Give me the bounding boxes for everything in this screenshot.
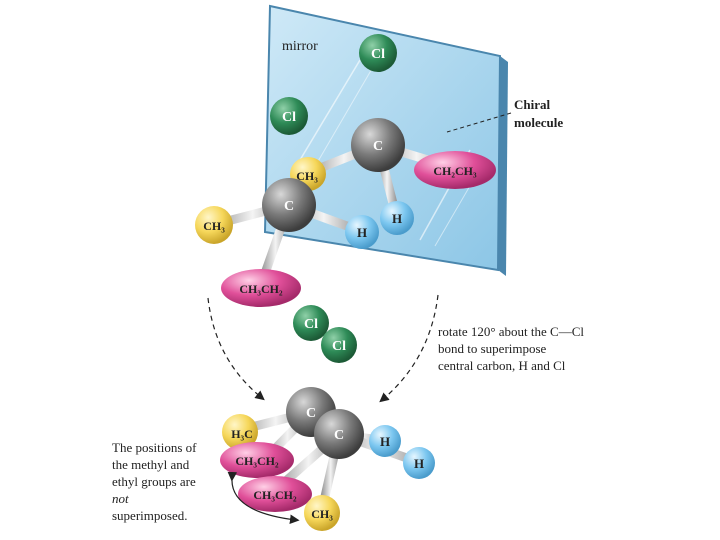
ethyl-label: CH₂CH₃: [433, 164, 477, 178]
carbon-label: C: [284, 199, 294, 214]
hydrogen-label: H: [392, 211, 402, 226]
hydrogen-atom: [369, 425, 401, 457]
ethyl-group: [221, 269, 301, 307]
note-line3: ethyl groups are: [112, 474, 196, 489]
hydrogen-atom: [345, 215, 379, 249]
carbon-label: C: [373, 139, 383, 154]
ethyl-group: [414, 151, 496, 189]
hydrogen-label: H: [414, 456, 424, 471]
hydrogen-label: H: [380, 434, 390, 449]
hydrogen-label: H: [357, 225, 367, 240]
note-line5: superimposed.: [112, 508, 187, 523]
original-molecule: Cl C CH₃ H CH₃CH₂: [195, 97, 379, 307]
methyl-group: [195, 206, 233, 244]
left-curved-arrow: [207, 297, 265, 401]
right-curved-arrow: [379, 294, 439, 403]
ethyl-group: [220, 442, 294, 478]
carbon-atom: [351, 118, 405, 172]
carbon-atom: [314, 409, 364, 459]
note-line2: the methyl and: [112, 457, 190, 472]
note-line1: The positions of: [112, 440, 197, 455]
chiral-label-line2: molecule: [514, 115, 563, 130]
chlorine-label: Cl: [282, 110, 296, 125]
methyl-label: CH₃: [203, 219, 225, 233]
reflected-molecule: Cl CH₃ C H CH₂CH₃: [290, 34, 496, 235]
hydrogen-atom: [403, 447, 435, 479]
carbon-label: C: [306, 406, 316, 421]
chiral-label-line1: Chiral: [514, 97, 551, 112]
superimposed-molecules: Cl Cl H₃C C CH₃CH₂ C H H CH₃CH₂ CH₃: [220, 305, 435, 531]
methyl-label: CH₃: [311, 507, 333, 521]
ethyl-label: CH₃CH₂: [239, 282, 283, 296]
note-line4: not: [112, 491, 129, 506]
chlorine-label: Cl: [371, 47, 385, 62]
methyl-label: H₃C: [231, 427, 253, 441]
chlorine-label: Cl: [332, 339, 346, 354]
methyl-label: CH₃: [296, 169, 318, 183]
rotate-label-line2: bond to superimpose: [438, 341, 547, 356]
carbon-label: C: [334, 428, 344, 443]
rotate-label-line1: rotate 120° about the C—Cl: [438, 324, 584, 339]
carbon-atom: [262, 178, 316, 232]
ethyl-label: CH₃CH₂: [235, 454, 279, 468]
hydrogen-atom: [380, 201, 414, 235]
rotate-label-line3: central carbon, H and Cl: [438, 358, 566, 373]
mirror-label: mirror: [282, 39, 318, 54]
chlorine-label: Cl: [304, 317, 318, 332]
methyl-group: [304, 495, 340, 531]
swap-arrow: [227, 471, 300, 525]
chlorine-atom: [293, 305, 329, 341]
methyl-group: [222, 414, 258, 450]
chlorine-atom: [321, 327, 357, 363]
ethyl-label: CH₃CH₂: [253, 488, 297, 502]
chlorine-atom: [270, 97, 308, 135]
chlorine-atom: [359, 34, 397, 72]
